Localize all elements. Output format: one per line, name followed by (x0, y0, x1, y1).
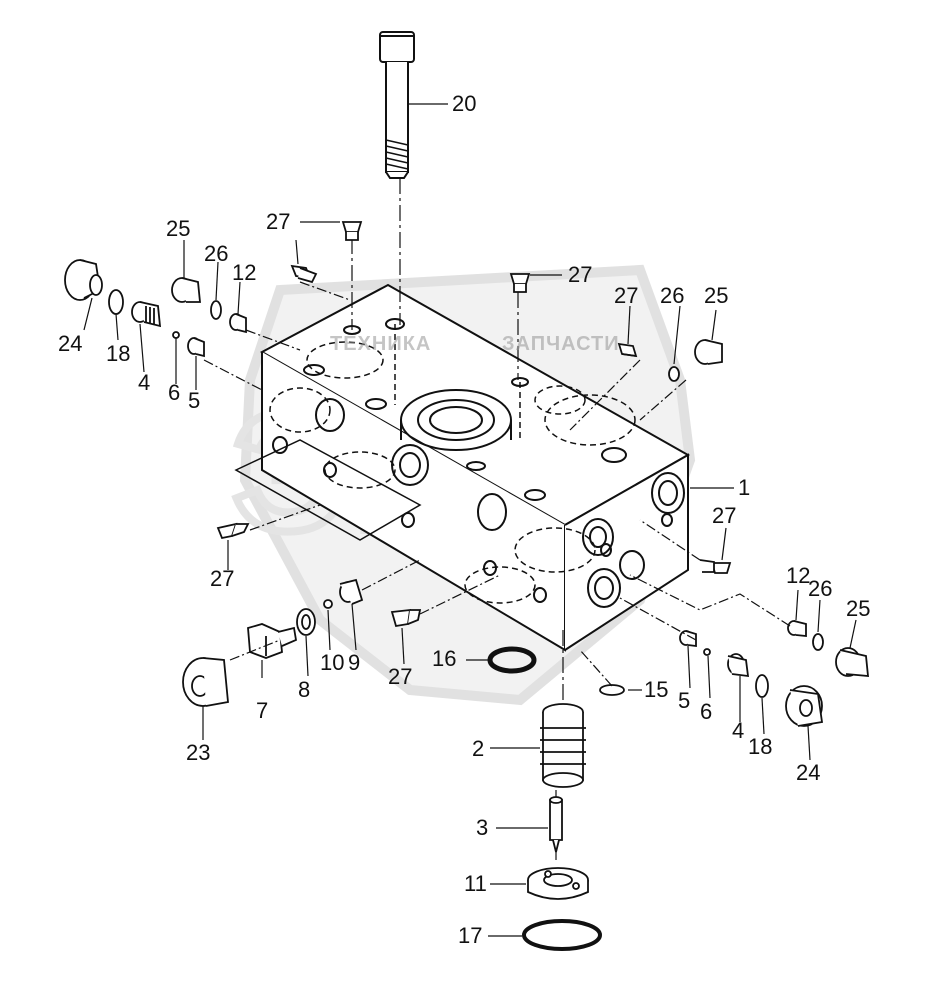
callout-26-right-lower: 26 (808, 576, 833, 601)
watermark-left-text: ТЕХНИКА (330, 333, 432, 355)
callout-24-left: 24 (58, 331, 83, 356)
left-upper-fittings (64, 259, 247, 358)
callout-15: 15 (644, 677, 669, 702)
callout-27-top-left: 27 (266, 209, 291, 234)
left-lower-fittings (182, 578, 364, 707)
callout-25-right-lower: 25 (846, 596, 871, 621)
callout-4-right: 4 (732, 718, 745, 743)
callout-12-right: 12 (786, 563, 811, 588)
callout-11: 11 (464, 871, 487, 896)
bolt-20 (379, 31, 415, 179)
callout-8: 8 (298, 677, 311, 702)
callout-18-left: 18 (106, 341, 131, 366)
callout-6-left: 6 (168, 380, 181, 405)
callout-3: 3 (476, 815, 489, 840)
spool-assembly (527, 703, 589, 900)
callout-27-right-upper: 27 (614, 283, 639, 308)
callout-4-left: 4 (138, 370, 151, 395)
callout-5-left: 5 (188, 388, 201, 413)
callout-25-left: 25 (166, 216, 191, 241)
callout-2: 2 (472, 736, 485, 761)
callout-12-left: 12 (232, 260, 257, 285)
callout-20: 20 (452, 91, 477, 116)
callout-16: 16 (432, 646, 457, 671)
callout-10: 10 (320, 650, 345, 675)
callout-1: 1 (738, 475, 751, 500)
leader-lines (83, 103, 857, 937)
screws-27 (216, 221, 732, 628)
callout-27-top-right: 27 (568, 262, 593, 287)
watermark-right-text: ЗАПЧАСТИ (502, 333, 620, 355)
callout-25-right-upper: 25 (704, 283, 729, 308)
callout-17: 17 (458, 923, 483, 948)
callout-24-right: 24 (796, 760, 821, 785)
callout-23: 23 (186, 740, 211, 765)
callout-6-right: 6 (700, 699, 713, 724)
right-upper-fittings (668, 339, 723, 382)
callout-27-left: 27 (210, 566, 235, 591)
callout-9: 9 (348, 650, 361, 675)
callout-27-bottom: 27 (388, 664, 413, 689)
callout-26-left: 26 (204, 241, 229, 266)
callout-5-right: 5 (678, 688, 691, 713)
callout-18-right: 18 (748, 734, 773, 759)
callout-26-right-upper: 26 (660, 283, 685, 308)
valve-block (234, 283, 691, 652)
callout-7: 7 (256, 698, 269, 723)
callout-27-right: 27 (712, 503, 737, 528)
